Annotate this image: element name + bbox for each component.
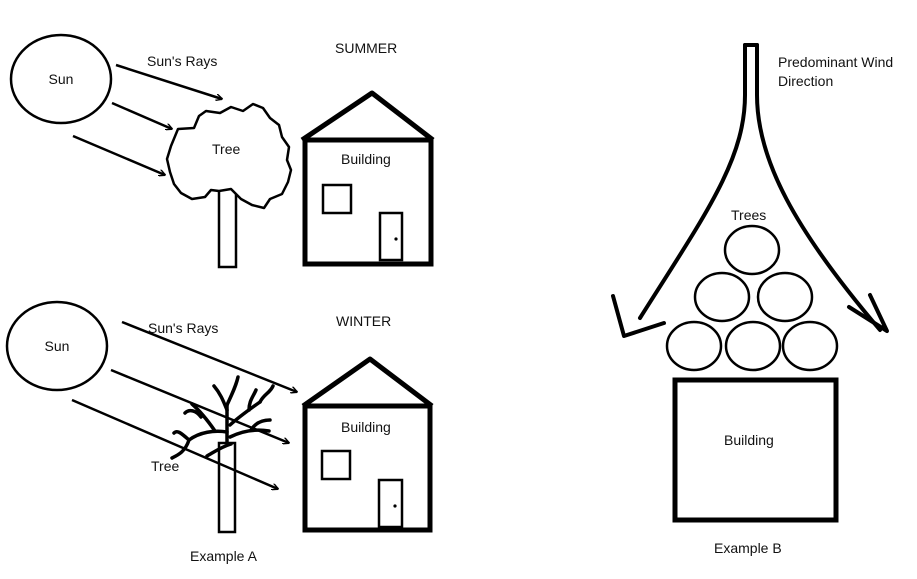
summer-rays-label: Sun's Rays — [147, 53, 217, 69]
summer-ray-arrow — [73, 136, 165, 175]
summer-sun-label: Sun — [49, 71, 74, 87]
winter-panel: Sun Sun's Rays WINTER Tree Build — [7, 302, 432, 532]
example-b-building — [675, 380, 836, 520]
winter-season-label: WINTER — [336, 313, 391, 329]
winter-building-label: Building — [341, 419, 391, 435]
summer-season-label: SUMMER — [335, 40, 397, 56]
wind-direction-label-line1: Predominant Wind — [778, 54, 893, 70]
tree-crown — [726, 322, 780, 370]
example-b-caption: Example B — [714, 540, 782, 556]
tree-crown — [695, 273, 749, 321]
wind-arrow — [613, 45, 887, 336]
summer-door-knob — [394, 237, 397, 240]
summer-ray-arrow — [116, 65, 222, 99]
winter-rays-label: Sun's Rays — [148, 320, 218, 336]
winter-tree-trunk — [219, 443, 235, 532]
example-b-panel: Predominant Wind Direction Trees Buildin… — [613, 45, 893, 520]
winter-building-roof — [303, 359, 432, 406]
summer-building-window — [323, 185, 351, 213]
tree-crown — [783, 322, 837, 370]
summer-panel: Sun Sun's Rays SUMMER Tree Building — [11, 35, 433, 267]
winter-ray-arrow — [111, 370, 289, 443]
winter-tree-branches — [172, 377, 273, 458]
example-a-caption: Example A — [190, 548, 258, 564]
summer-tree-trunk — [219, 182, 236, 267]
winter-door-knob — [393, 504, 396, 507]
winter-building-door — [379, 480, 402, 527]
wind-direction-label-line2: Direction — [778, 73, 833, 89]
summer-building-label: Building — [341, 151, 391, 167]
trees-label: Trees — [731, 207, 766, 223]
tree-crown — [758, 273, 812, 321]
winter-building-window — [322, 451, 350, 479]
summer-building-door — [380, 213, 402, 260]
summer-ray-arrow — [112, 103, 172, 129]
winter-tree-label: Tree — [151, 458, 179, 474]
example-b-building-label: Building — [724, 432, 774, 448]
summer-building-roof — [302, 93, 433, 140]
winter-sun-label: Sun — [45, 338, 70, 354]
summer-tree-label: Tree — [212, 141, 240, 157]
tree-crown — [725, 226, 779, 274]
tree-crown — [667, 322, 721, 370]
